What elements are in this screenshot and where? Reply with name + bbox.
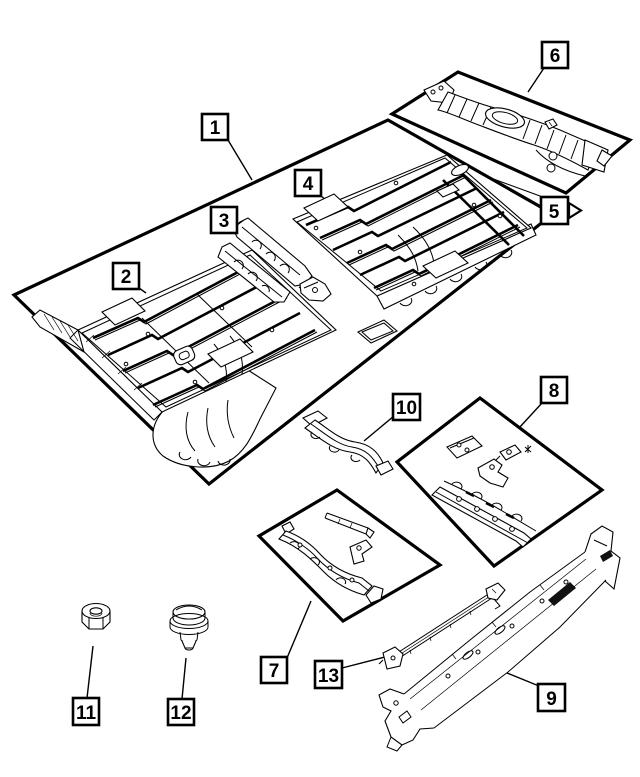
callout-1-label: 1 [210, 118, 221, 139]
leader-line-9 [506, 672, 540, 687]
callout-6-label: 6 [550, 46, 561, 67]
leader-line-13 [341, 656, 386, 669]
callout-13-box[interactable] [313, 659, 344, 690]
callout-12[interactable]: 12 [166, 697, 196, 727]
bracket-kit-border [394, 395, 605, 569]
callout-7-label: 7 [269, 661, 280, 682]
callout-5[interactable]: 5 [539, 195, 584, 226]
callout-9[interactable]: 9 [536, 682, 567, 713]
callout-12-label: 12 [170, 703, 191, 724]
callout-8-label: 8 [549, 381, 560, 402]
callout-2-label: 2 [121, 267, 132, 288]
callout-10-box[interactable] [391, 392, 422, 422]
part-seat-crossmembers [217, 217, 399, 344]
callout-13[interactable]: 13 [313, 659, 344, 690]
reinforcement-border [256, 488, 443, 624]
callout-9-box[interactable] [536, 682, 567, 713]
callout-8[interactable]: 8 [539, 375, 569, 405]
part-bracket-kit [431, 435, 537, 548]
part-support-crossmember [302, 410, 394, 476]
callout-5-arrow-icon [567, 201, 584, 220]
callout-4-label: 4 [303, 174, 314, 195]
callout-3-label: 3 [219, 211, 230, 232]
callout-6[interactable]: 6 [540, 40, 570, 70]
callouts: 1 2 3 4 5 6 7 8 [71, 40, 584, 727]
callout-11-label: 11 [76, 703, 97, 724]
part-rear-crossmember [423, 80, 613, 177]
callout-3-box[interactable] [209, 205, 239, 235]
callout-1-box[interactable] [200, 112, 230, 142]
leader-line-8 [518, 402, 543, 429]
callout-6-box[interactable] [540, 40, 570, 70]
callout-1[interactable]: 1 [200, 112, 230, 142]
leader-line-12 [181, 657, 187, 700]
callout-4[interactable]: 4 [293, 168, 323, 198]
part-inner-side-rail [378, 582, 506, 670]
callout-4-box[interactable] [293, 168, 323, 198]
part-floor-reinforcement [278, 512, 384, 604]
callout-10[interactable]: 10 [391, 392, 422, 422]
callout-11-box[interactable] [71, 696, 101, 727]
callout-9-label: 9 [546, 689, 557, 710]
leader-line-7 [286, 600, 312, 659]
callout-7[interactable]: 7 [259, 655, 289, 685]
leader-line-6 [527, 67, 545, 93]
part-rear-floor-pan [291, 154, 537, 310]
leader-line-11 [86, 645, 94, 699]
callout-2[interactable]: 2 [111, 261, 141, 291]
callout-10-label: 10 [396, 398, 417, 419]
callout-2-box[interactable] [111, 261, 141, 291]
callout-8-box[interactable] [539, 375, 569, 405]
part-rocker-panel [378, 525, 621, 752]
part-floor-plug [169, 604, 209, 651]
callout-7-box[interactable] [259, 655, 289, 685]
part-hex-nut [81, 602, 111, 630]
leader-line-1 [227, 139, 253, 181]
callout-5-label: 5 [549, 202, 560, 223]
callout-3[interactable]: 3 [209, 205, 239, 235]
callout-11[interactable]: 11 [71, 696, 101, 727]
callout-12-box[interactable] [166, 697, 196, 727]
callout-13-label: 13 [318, 666, 339, 687]
leader-line-10 [363, 415, 395, 442]
